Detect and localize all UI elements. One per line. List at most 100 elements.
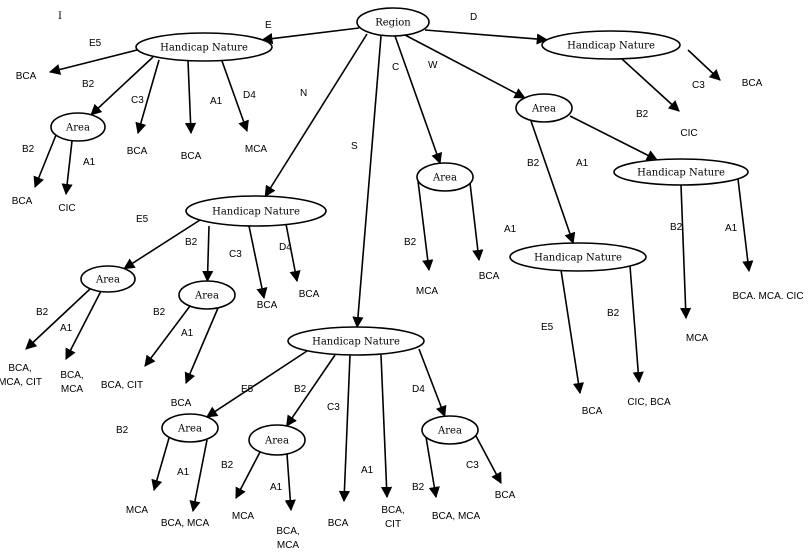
- edge-arrow-hn_n-area_n_e5: [123, 219, 201, 270]
- leaf-label: BCA. MCA. CIC: [732, 291, 803, 302]
- node-label: Handicap Nature: [534, 253, 622, 264]
- node-ellipse: [287, 326, 425, 356]
- edge-label: E: [265, 20, 272, 31]
- node-ellipse: [356, 7, 430, 37]
- node-area_s_b2: Area: [248, 424, 306, 456]
- edge-label: A1: [83, 157, 96, 168]
- node-ellipse: [613, 158, 749, 186]
- leaf-label: MCA, CIT: [0, 377, 42, 388]
- edge-arrow-area_s_b2-l_sb2_b2: [235, 451, 261, 499]
- leaf-label: BCA,: [276, 526, 299, 537]
- node-region: Region: [356, 7, 430, 37]
- leaf-label: MCA: [126, 505, 149, 516]
- edge-arrow-area_s_d4-l_sd4_b2: [425, 436, 440, 499]
- edge-label: A1: [210, 96, 223, 107]
- edge-label: C3: [131, 95, 144, 106]
- edge-arrow-hn_s-area_s_b2: [285, 354, 336, 427]
- leaf-label: BCA: [742, 78, 763, 89]
- edge-arrow-hn_d_a1-l_d_a1_a1: [737, 178, 754, 273]
- node-label: Handicap Nature: [212, 207, 300, 218]
- leaf-label: BCA: [299, 289, 320, 300]
- node-area_e: Area: [50, 112, 106, 142]
- leaf-label: BCA: [12, 196, 33, 207]
- node-area_n_b2: Area: [178, 280, 236, 310]
- leaf-label: BCA: [495, 490, 516, 501]
- node-label: Region: [375, 18, 411, 29]
- edge-label: B2: [116, 425, 129, 436]
- text-cursor-glyph: I: [58, 11, 62, 22]
- node-ellipse: [421, 415, 479, 445]
- node-ellipse: [80, 265, 136, 293]
- leaf-label: BCA, MCA: [432, 511, 481, 522]
- node-label: Area: [531, 104, 556, 115]
- leaf-label: BCA: [16, 71, 37, 82]
- leaf-label: MCA: [245, 144, 268, 155]
- leaf-label: CIC: [58, 203, 75, 214]
- edge-label: E5: [241, 384, 254, 395]
- node-ellipse: [509, 242, 647, 272]
- leaf-label: MCA: [277, 540, 300, 551]
- edge-arrow-hn_s-area_s_e5: [206, 350, 308, 418]
- edge-arrow-hn_d_b2-l_d_b2_e5: [560, 269, 584, 395]
- edge-label: C3: [229, 249, 242, 260]
- node-hn_n: Handicap Nature: [185, 195, 327, 227]
- edge-arrow-area_e-l_ae_a1: [61, 140, 73, 196]
- edge-arrow-hn_e-l_e_c3: [135, 59, 160, 135]
- node-hn_d_a1: Handicap Nature: [613, 158, 749, 186]
- edge-arrow-area_c-l_c_b2: [417, 180, 434, 272]
- edge-arrow-area_s_d4-l_sd4_c3: [475, 435, 502, 484]
- edge-arrow-area_d-hn_d_a1: [569, 115, 658, 161]
- edge-arrow-hn_n-area_n_b2: [202, 225, 214, 283]
- leaf-label: BCA,: [381, 505, 404, 516]
- leaf-label: BCA: [582, 406, 603, 417]
- node-label: Area: [437, 426, 462, 437]
- edge-label: E5: [136, 214, 149, 225]
- edge-arrow-region-hn_s: [352, 35, 382, 329]
- edge-arrow-region-area_c: [394, 35, 443, 165]
- node-label: Area: [95, 275, 120, 286]
- node-label: Handicap Nature: [160, 43, 248, 54]
- node-ellipse: [541, 30, 681, 60]
- node-hn_s: Handicap Nature: [287, 326, 425, 356]
- node-label: Area: [264, 436, 289, 447]
- edge-label: A1: [177, 467, 190, 478]
- node-label: Area: [432, 173, 457, 184]
- edge-label: A1: [361, 465, 374, 476]
- edge-arrow-area_n_e5-l_ne5_b2: [25, 288, 91, 350]
- node-ellipse: [515, 93, 573, 123]
- node-area_s_e5: Area: [161, 413, 219, 443]
- edge-label: W: [428, 60, 438, 71]
- edge-label: E5: [89, 38, 102, 49]
- node-label: Area: [65, 123, 90, 134]
- edge-arrow-area_d-hn_d_b2: [530, 120, 576, 245]
- edge-label: E5: [541, 322, 554, 333]
- edge-arrow-area_s_e5-l_se5_b2: [151, 437, 170, 492]
- node-ellipse: [248, 424, 306, 456]
- edge-label: B2: [527, 158, 540, 169]
- edge-label: B2: [36, 307, 49, 318]
- edge-label: B2: [153, 307, 166, 318]
- edge-arrow-area_n_e5-l_ne5_a1: [65, 290, 102, 360]
- leaf-label: MCA: [61, 384, 84, 395]
- edge-arrow-region-area_d: [404, 34, 526, 99]
- edge-label: B2: [636, 109, 649, 120]
- edge-label: C3: [466, 460, 479, 471]
- edge-arrow-region-hn_n: [264, 33, 368, 198]
- edge-label: D4: [243, 90, 256, 101]
- node-label: Area: [177, 424, 202, 435]
- edge-label: A1: [181, 328, 194, 339]
- edge-label: A1: [60, 323, 73, 334]
- edge-label: B2: [294, 384, 307, 395]
- leaf-label: MCA: [416, 286, 439, 297]
- node-ellipse: [416, 162, 474, 192]
- node-ellipse: [135, 32, 273, 62]
- edge-label: B2: [22, 144, 35, 155]
- edge-arrow-hn_n-l_n_c3: [248, 225, 268, 300]
- leaf-label: BCA, MCA: [161, 518, 210, 529]
- node-ellipse: [178, 280, 236, 310]
- edge-arrow-region-hn_e: [261, 27, 360, 45]
- leaf-label: BCA,: [8, 363, 31, 374]
